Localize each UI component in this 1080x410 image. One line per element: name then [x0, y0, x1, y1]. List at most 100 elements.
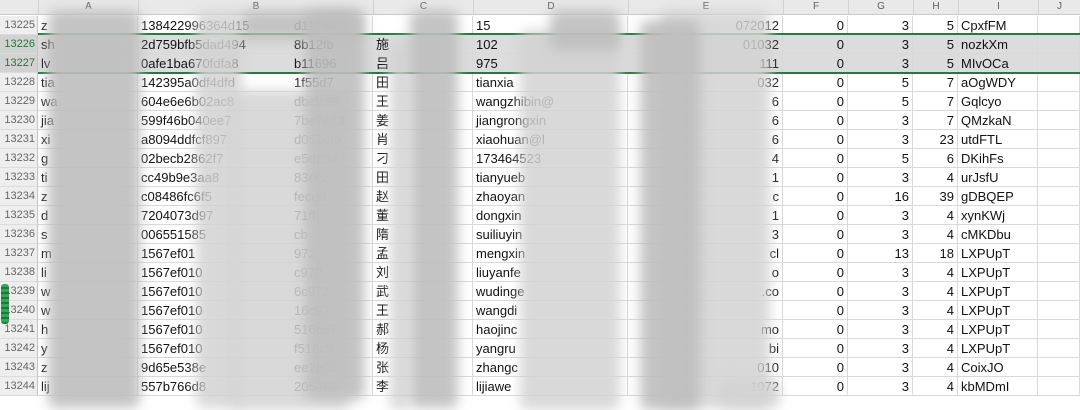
- cell-j[interactable]: [1038, 149, 1080, 168]
- cell-f[interactable]: 0: [783, 73, 848, 92]
- cell-g[interactable]: 3: [848, 358, 913, 377]
- cell-g[interactable]: 3: [848, 339, 913, 358]
- cell-i[interactable]: CpxfFM: [958, 16, 1038, 35]
- cell-f[interactable]: 0: [783, 301, 848, 320]
- cell-j[interactable]: [1038, 282, 1080, 301]
- cell-f[interactable]: 0: [783, 225, 848, 244]
- cell-h[interactable]: 4: [913, 282, 958, 301]
- cell-g[interactable]: 5: [848, 92, 913, 111]
- cell-g[interactable]: 3: [848, 54, 913, 73]
- cell-f[interactable]: 0: [783, 111, 848, 130]
- cell-h[interactable]: 4: [913, 168, 958, 187]
- cell-j[interactable]: [1038, 92, 1080, 111]
- row-number[interactable]: 13226: [0, 35, 38, 54]
- cell-h[interactable]: 4: [913, 358, 958, 377]
- cell-f[interactable]: 0: [783, 320, 848, 339]
- row-number[interactable]: 13241: [0, 320, 38, 339]
- cell-g[interactable]: 16: [848, 187, 913, 206]
- row-number[interactable]: 13231: [0, 130, 38, 149]
- row-number[interactable]: 13227: [0, 54, 38, 73]
- cell-f[interactable]: 0: [783, 130, 848, 149]
- cell-i[interactable]: MIvOCa: [958, 54, 1038, 73]
- cell-g[interactable]: 3: [848, 301, 913, 320]
- cell-g[interactable]: 3: [848, 111, 913, 130]
- cell-i[interactable]: urJsfU: [958, 168, 1038, 187]
- cell-i[interactable]: Gqlcyo: [958, 92, 1038, 111]
- cell-h[interactable]: 5: [913, 54, 958, 73]
- cell-i[interactable]: LXPUpT: [958, 244, 1038, 263]
- cell-h[interactable]: 39: [913, 187, 958, 206]
- cell-h[interactable]: 18: [913, 244, 958, 263]
- cell-i[interactable]: utdFTL: [958, 130, 1038, 149]
- cell-h[interactable]: 23: [913, 130, 958, 149]
- cell-g[interactable]: 3: [848, 282, 913, 301]
- row-number[interactable]: 13225: [0, 16, 38, 35]
- cell-f[interactable]: 0: [783, 339, 848, 358]
- column-header-h[interactable]: H: [913, 0, 958, 14]
- column-header-i[interactable]: I: [958, 0, 1038, 14]
- row-number[interactable]: 13244: [0, 377, 38, 396]
- cell-h[interactable]: 4: [913, 377, 958, 396]
- cell-j[interactable]: [1038, 244, 1080, 263]
- cell-f[interactable]: 0: [783, 35, 848, 54]
- row-number[interactable]: 13237: [0, 244, 38, 263]
- row-number[interactable]: 13235: [0, 206, 38, 225]
- cell-g[interactable]: 3: [848, 377, 913, 396]
- cell-i[interactable]: aOgWDY: [958, 73, 1038, 92]
- row-number[interactable]: 13243: [0, 358, 38, 377]
- cell-g[interactable]: 3: [848, 35, 913, 54]
- column-header-g[interactable]: G: [848, 0, 913, 14]
- cell-f[interactable]: 0: [783, 282, 848, 301]
- column-header-j[interactable]: J: [1038, 0, 1080, 14]
- cell-i[interactable]: DKihFs: [958, 149, 1038, 168]
- row-number[interactable]: 13230: [0, 111, 38, 130]
- cell-h[interactable]: 5: [913, 35, 958, 54]
- cell-f[interactable]: 0: [783, 16, 848, 35]
- column-header-c[interactable]: C: [373, 0, 473, 14]
- row-number[interactable]: 13232: [0, 149, 38, 168]
- cell-h[interactable]: 4: [913, 320, 958, 339]
- cell-i[interactable]: kbMDmI: [958, 377, 1038, 396]
- cell-g[interactable]: 3: [848, 225, 913, 244]
- cell-j[interactable]: [1038, 73, 1080, 92]
- cell-j[interactable]: [1038, 301, 1080, 320]
- cell-h[interactable]: 4: [913, 339, 958, 358]
- cell-i[interactable]: QMzkaN: [958, 111, 1038, 130]
- cell-i[interactable]: nozkXm: [958, 35, 1038, 54]
- cell-f[interactable]: 0: [783, 244, 848, 263]
- column-header-f[interactable]: F: [783, 0, 848, 14]
- cell-j[interactable]: [1038, 225, 1080, 244]
- cell-h[interactable]: 7: [913, 92, 958, 111]
- cell-g[interactable]: 3: [848, 130, 913, 149]
- cell-j[interactable]: [1038, 54, 1080, 73]
- cell-h[interactable]: 7: [913, 73, 958, 92]
- cell-i[interactable]: LXPUpT: [958, 263, 1038, 282]
- cell-j[interactable]: [1038, 377, 1080, 396]
- cell-g[interactable]: 3: [848, 16, 913, 35]
- cell-j[interactable]: [1038, 111, 1080, 130]
- cell-f[interactable]: 0: [783, 187, 848, 206]
- vertical-scroll-thumb[interactable]: [1, 284, 9, 324]
- cell-h[interactable]: 4: [913, 206, 958, 225]
- cell-j[interactable]: [1038, 339, 1080, 358]
- cell-j[interactable]: [1038, 35, 1080, 54]
- cell-g[interactable]: 5: [848, 149, 913, 168]
- row-number[interactable]: 13240: [0, 301, 38, 320]
- row-number[interactable]: 13234: [0, 187, 38, 206]
- cell-j[interactable]: [1038, 206, 1080, 225]
- row-number[interactable]: 13239: [0, 282, 38, 301]
- cell-g[interactable]: 3: [848, 206, 913, 225]
- cell-g[interactable]: 5: [848, 73, 913, 92]
- cell-h[interactable]: 6: [913, 149, 958, 168]
- cell-i[interactable]: LXPUpT: [958, 320, 1038, 339]
- column-header-e[interactable]: E: [628, 0, 783, 14]
- column-header-a[interactable]: A: [38, 0, 138, 14]
- cell-g[interactable]: 3: [848, 263, 913, 282]
- cell-f[interactable]: 0: [783, 92, 848, 111]
- row-number[interactable]: 13228: [0, 73, 38, 92]
- cell-h[interactable]: 4: [913, 225, 958, 244]
- column-header-b[interactable]: B: [138, 0, 373, 14]
- cell-j[interactable]: [1038, 263, 1080, 282]
- cell-j[interactable]: [1038, 320, 1080, 339]
- cell-f[interactable]: 0: [783, 358, 848, 377]
